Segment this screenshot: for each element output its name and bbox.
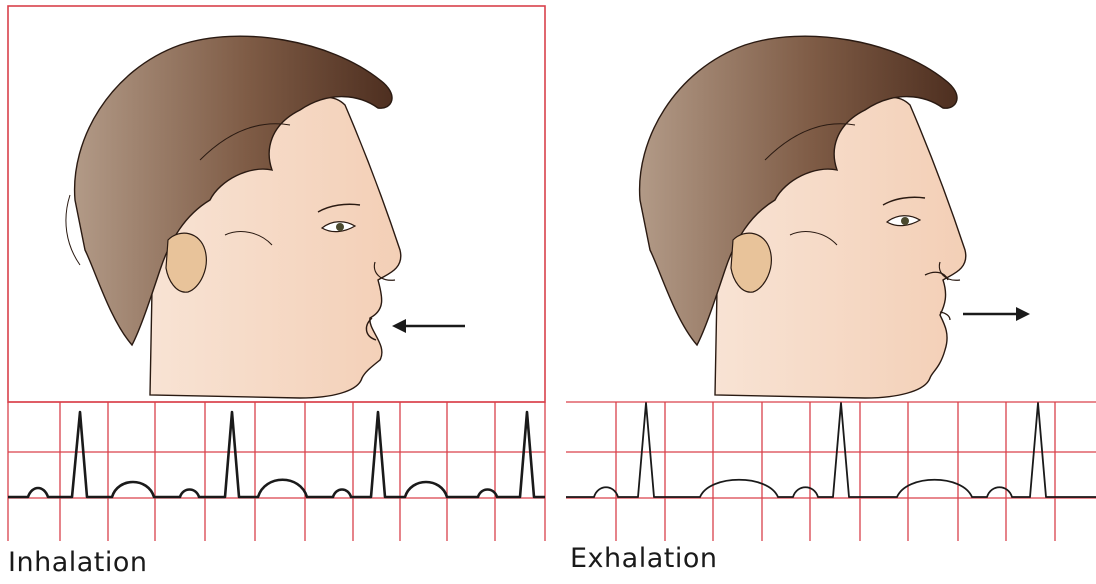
exhalation-head-illustration bbox=[640, 36, 1030, 398]
arrow-left-icon bbox=[392, 319, 465, 333]
arrow-right-icon bbox=[963, 307, 1030, 321]
exhalation-ecg-trace bbox=[566, 403, 1096, 497]
exhalation-caption: Exhalation bbox=[570, 543, 717, 574]
inhalation-caption: Inhalation bbox=[8, 547, 148, 578]
inhalation-ecg-grid bbox=[8, 402, 545, 541]
exhalation-ecg-grid bbox=[566, 402, 1096, 541]
inhalation-head-illustration bbox=[66, 36, 465, 398]
inhalation-ecg-trace bbox=[8, 412, 545, 497]
pupil bbox=[336, 223, 344, 231]
inhalation-panel bbox=[8, 6, 545, 541]
exhalation-panel bbox=[566, 36, 1096, 541]
pupil bbox=[901, 217, 909, 225]
